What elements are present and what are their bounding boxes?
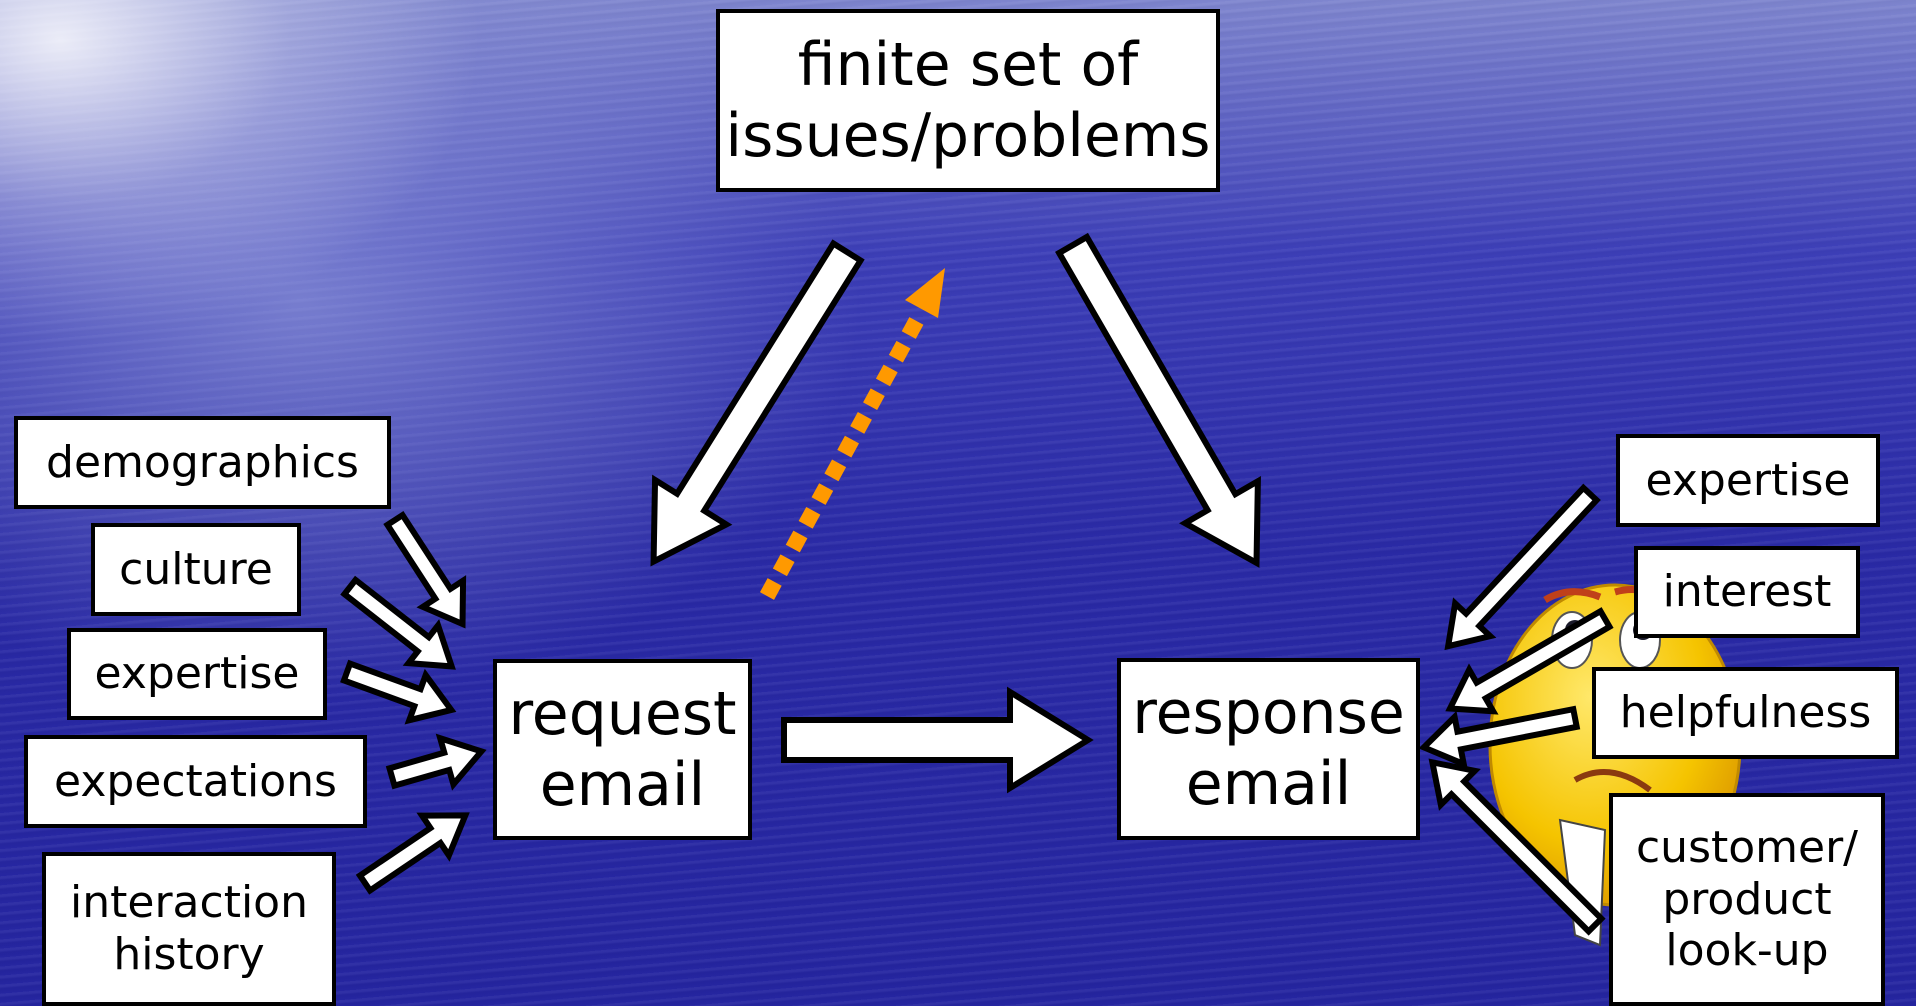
arrow-demographics bbox=[383, 510, 467, 629]
arrow-expertise-right bbox=[1444, 483, 1601, 651]
issues-line2: issues/problems bbox=[725, 100, 1211, 171]
factor-expertise-response: expertise bbox=[1616, 434, 1880, 527]
factor-expertise-request: expertise bbox=[67, 628, 327, 720]
response-email-box: response email bbox=[1117, 658, 1420, 840]
arrow-request-to-response bbox=[781, 686, 1094, 794]
factor-helpfulness: helpfulness bbox=[1592, 667, 1899, 759]
factor-demographics: demographics bbox=[14, 416, 391, 509]
response-line2: email bbox=[1185, 749, 1352, 819]
arrow-interaction-history bbox=[355, 812, 470, 895]
factor-culture: culture bbox=[91, 523, 301, 616]
hollow-arrows bbox=[340, 232, 1614, 936]
factor-interaction-history: interaction history bbox=[42, 852, 336, 1006]
request-line2: email bbox=[539, 749, 706, 820]
response-line1: response bbox=[1132, 678, 1405, 749]
arrow-expertise-left bbox=[340, 659, 457, 725]
factor-customer-product-lookup: customer/ product look-up bbox=[1609, 793, 1885, 1006]
arrow-culture bbox=[340, 575, 456, 670]
issues-box: finite set of issues/problems bbox=[716, 9, 1220, 192]
arrow-issues-to-response bbox=[1055, 232, 1261, 568]
request-line1: request bbox=[508, 678, 737, 749]
dotted-feedback-arrow bbox=[759, 268, 945, 600]
request-email-box: request email bbox=[493, 659, 752, 840]
factor-expectations: expectations bbox=[24, 735, 367, 828]
arrow-interest bbox=[1445, 607, 1614, 715]
arrow-lookup bbox=[1428, 758, 1606, 936]
issues-line1: finite set of bbox=[797, 29, 1139, 100]
factor-interest: interest bbox=[1634, 546, 1860, 638]
arrow-expectations bbox=[385, 733, 487, 791]
arrow-helpfulness bbox=[1418, 705, 1581, 770]
arrow-issues-to-request bbox=[650, 239, 865, 567]
